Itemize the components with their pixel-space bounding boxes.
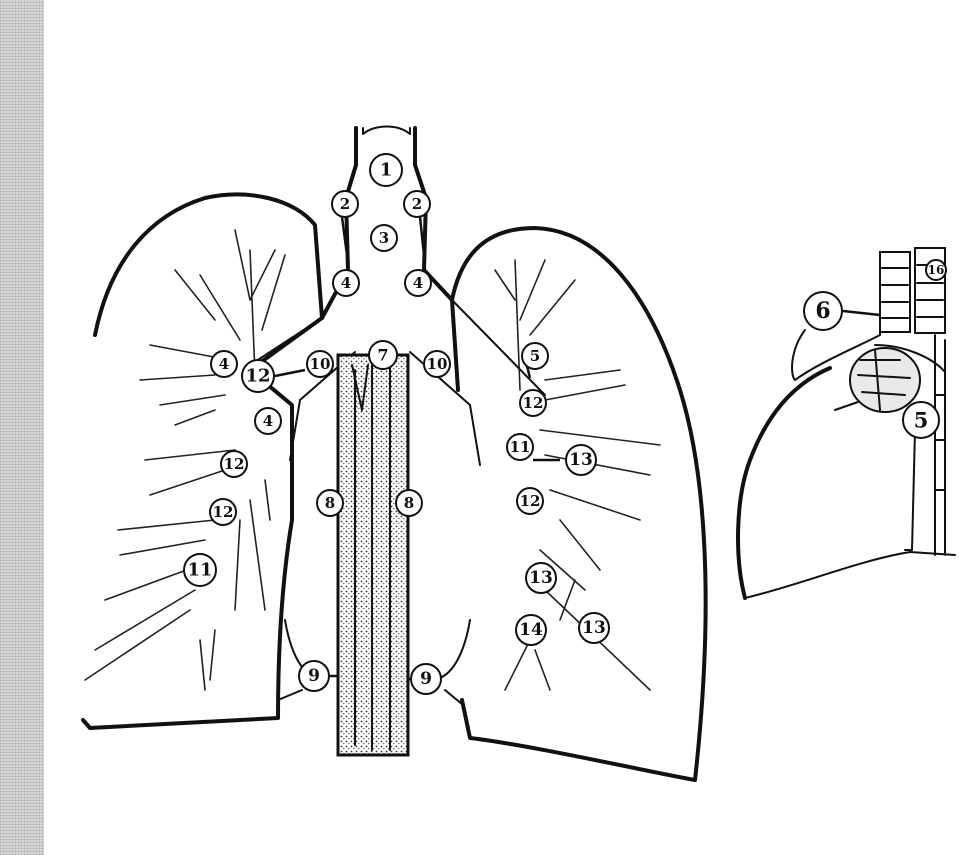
station-node-label: 4 (413, 274, 423, 292)
station-node-12: 12 (221, 451, 247, 477)
station-node-2: 2 (404, 191, 430, 217)
station-node-10: 10 (424, 351, 450, 377)
station-node-13: 13 (579, 613, 609, 643)
station-node-label: 13 (582, 618, 606, 638)
label-leader-lines (225, 217, 880, 679)
station-node-label: 2 (340, 195, 350, 213)
station-node-label: 6 (815, 298, 830, 324)
station-node-12: 12 (520, 390, 546, 416)
station-node-12: 12 (242, 360, 274, 392)
station-node-16: 16 (926, 260, 946, 280)
station-node-4: 4 (211, 351, 237, 377)
station-node-label: 10 (310, 355, 331, 373)
station-node-label: 11 (510, 438, 531, 456)
station-node-2: 2 (332, 191, 358, 217)
station-node-11: 11 (507, 434, 533, 460)
station-node-9: 9 (299, 661, 329, 691)
station-node-label: 4 (219, 355, 229, 373)
station-node-10: 10 (307, 351, 333, 377)
station-node-5: 5 (903, 402, 939, 438)
station-node-3: 3 (371, 225, 397, 251)
station-node-label: 12 (213, 503, 234, 521)
station-node-8: 8 (396, 490, 422, 516)
station-node-11: 11 (184, 554, 216, 586)
station-node-1: 1 (370, 154, 402, 186)
station-node-14: 14 (516, 615, 546, 645)
lateral-hilar-cluster (850, 348, 920, 550)
station-node-4: 4 (255, 408, 281, 434)
esophagus (338, 355, 408, 755)
station-node-label: 12 (520, 492, 541, 510)
station-node-4: 4 (333, 270, 359, 296)
station-node-label: 12 (523, 394, 544, 412)
station-node-label: 7 (377, 346, 388, 365)
right-bronchial-tree (85, 230, 285, 690)
station-node-label: 16 (928, 263, 945, 277)
station-node-label: 12 (245, 366, 270, 387)
station-node-13: 13 (566, 445, 596, 475)
station-node-label: 3 (379, 229, 389, 247)
station-node-label: 4 (263, 412, 273, 430)
station-node-label: 9 (420, 669, 432, 689)
station-node-label: 8 (325, 494, 335, 512)
station-node-8: 8 (317, 490, 343, 516)
left-lung (452, 228, 706, 780)
station-node-label: 8 (404, 494, 414, 512)
station-node-12: 12 (210, 499, 236, 525)
station-node-12: 12 (517, 488, 543, 514)
station-node-13: 13 (526, 563, 556, 593)
station-node-label: 5 (914, 408, 929, 433)
station-node-label: 13 (569, 450, 593, 470)
station-node-label: 4 (341, 274, 351, 292)
station-node-9: 9 (411, 664, 441, 694)
station-node-6: 6 (804, 292, 842, 330)
station-node-label: 2 (412, 195, 422, 213)
station-node-5: 5 (522, 343, 548, 369)
station-node-label: 9 (308, 666, 320, 686)
station-node-label: 13 (529, 568, 553, 588)
station-node-label: 1 (380, 160, 393, 181)
station-node-4: 4 (405, 270, 431, 296)
station-node-label: 10 (427, 355, 448, 373)
station-node-label: 5 (530, 347, 540, 365)
station-node-label: 11 (187, 560, 212, 581)
station-node-7: 7 (369, 341, 397, 369)
station-node-label: 14 (519, 620, 543, 640)
right-lung (83, 194, 322, 728)
station-node-label: 12 (224, 455, 245, 473)
